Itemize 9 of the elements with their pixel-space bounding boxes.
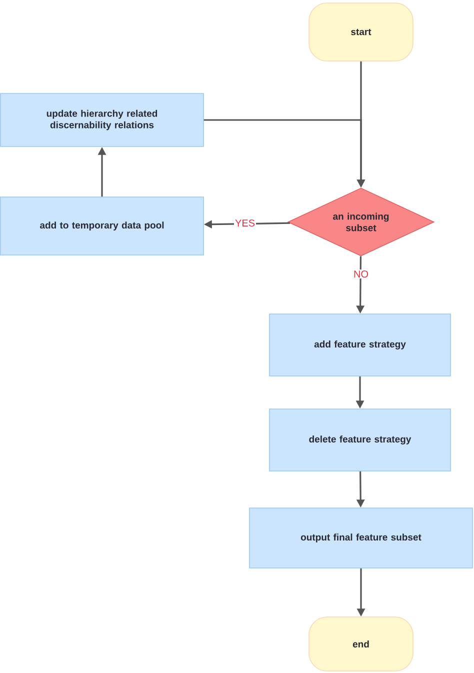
edge-label: YES	[234, 218, 256, 228]
terminal-box: end	[308, 616, 414, 672]
process-box: output final feature subset	[249, 508, 473, 568]
edge-label: NO	[352, 269, 370, 279]
process-box: add feature strategy	[269, 314, 451, 376]
process-box: update hierarchy related discernability relations	[0, 93, 204, 147]
process-box: add to temporary data pool	[0, 196, 204, 256]
terminal-box: start	[308, 2, 414, 62]
process-box: delete feature strategy	[269, 408, 451, 472]
